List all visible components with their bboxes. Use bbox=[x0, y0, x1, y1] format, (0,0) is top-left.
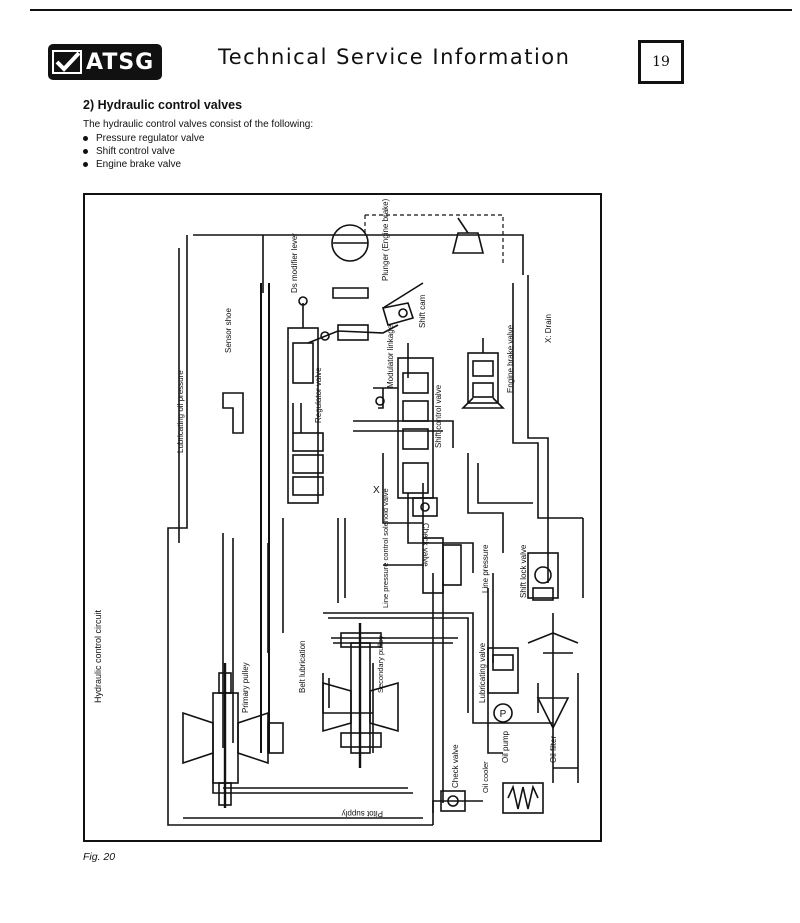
page-title: Technical Service Information bbox=[218, 45, 571, 69]
shift-cam-label: Shift cam bbox=[418, 294, 427, 328]
hydraulic-lines bbox=[167, 234, 584, 826]
drain-label: X: Drain bbox=[544, 314, 553, 343]
page-number: 19 bbox=[638, 40, 684, 84]
checkmark-icon bbox=[48, 44, 86, 80]
list-item: Engine brake valve bbox=[83, 158, 204, 171]
bullet-icon bbox=[83, 136, 88, 141]
shift-lock-valve-shape bbox=[527, 552, 559, 601]
diagram-frame bbox=[83, 193, 602, 842]
line-pressure-label: Line pressure bbox=[481, 544, 490, 593]
bullet-icon bbox=[83, 162, 88, 167]
bullet-icon bbox=[83, 149, 88, 154]
oil-cooler-shape bbox=[502, 782, 544, 814]
check-valve-upper-shape bbox=[412, 497, 438, 517]
oil-pump-label: Oil pump bbox=[501, 730, 510, 763]
oil-pump-shape: P bbox=[493, 703, 513, 723]
lubricating-valve-label: Lubricating valve bbox=[478, 642, 487, 703]
drain-marker: X bbox=[373, 485, 380, 496]
modulator-linkage-label: Modulator linkage bbox=[386, 324, 395, 388]
oil-cooler-label: Oil cooler bbox=[481, 761, 490, 793]
plunger-selector-shape bbox=[451, 217, 485, 254]
oil-sump-shape bbox=[527, 632, 579, 644]
hydraulic-circuit-diagram: P X Hydraulic control circuit Lubricatin… bbox=[93, 198, 584, 826]
solenoid-valve-shape bbox=[383, 537, 462, 594]
oil-filter-shape bbox=[536, 697, 570, 730]
lubricating-valve-shape bbox=[487, 647, 519, 694]
atsg-logo: ATSG bbox=[48, 44, 162, 80]
belt-lubrication-label: Belt lubrication bbox=[298, 641, 307, 693]
valve-list: Pressure regulator valve Shift control v… bbox=[83, 132, 204, 171]
engine-brake-valve-shape bbox=[461, 338, 505, 409]
shift-lock-valve-label: Shift lock valve bbox=[519, 544, 528, 598]
sensor-shoe-shape bbox=[222, 392, 244, 434]
figure-caption: Fig. 20 bbox=[83, 851, 116, 863]
section-heading: 2) Hydraulic control valves bbox=[83, 98, 243, 112]
check-valve-lower-shape bbox=[440, 790, 466, 812]
diagram-title: Hydraulic control circuit bbox=[93, 609, 103, 703]
intro-text: The hydraulic control valves consist of … bbox=[83, 119, 314, 130]
oil-filter-label: Oil filter bbox=[549, 736, 558, 763]
plunger-linkage-dashed bbox=[365, 214, 504, 263]
svg-text:P: P bbox=[500, 709, 507, 720]
logo-text: ATSG bbox=[86, 49, 155, 75]
primary-pulley-label: Primary pulley bbox=[241, 662, 250, 713]
shift-control-valve-label: Shift control valve bbox=[434, 384, 443, 448]
list-item: Shift control valve bbox=[83, 145, 204, 158]
regulator-valve-label: Regulator valve bbox=[314, 367, 323, 423]
check-valve-upper-label: Check valve bbox=[421, 523, 430, 567]
secondary-pulley-label: Secondary pulley bbox=[376, 635, 385, 693]
check-valve-lower-label: Check valve bbox=[451, 744, 460, 788]
lubricating-oil-pressure-label: Lubricating oil pressure bbox=[176, 370, 185, 453]
solenoid-valve-label: Line pressure control solenoid valve bbox=[381, 488, 390, 608]
shift-cam-shape bbox=[331, 224, 424, 326]
plunger-label: Plunger (Engine brake) bbox=[381, 198, 390, 281]
shift-control-valve-shape bbox=[373, 357, 434, 499]
ds-modifier-lever-shape bbox=[307, 324, 399, 344]
sensor-shoe-label: Sensor shoe bbox=[224, 308, 233, 353]
ds-modifier-lever-label: Ds modifier lever bbox=[290, 233, 299, 293]
list-item: Pressure regulator valve bbox=[83, 132, 204, 145]
pitot-supply-label: Pitot supply bbox=[342, 809, 383, 818]
regulator-valve-shape bbox=[287, 296, 324, 504]
engine-brake-valve-label: Engine brake valve bbox=[506, 324, 515, 393]
secondary-pulley-shape bbox=[322, 623, 399, 768]
top-rule bbox=[30, 9, 792, 11]
